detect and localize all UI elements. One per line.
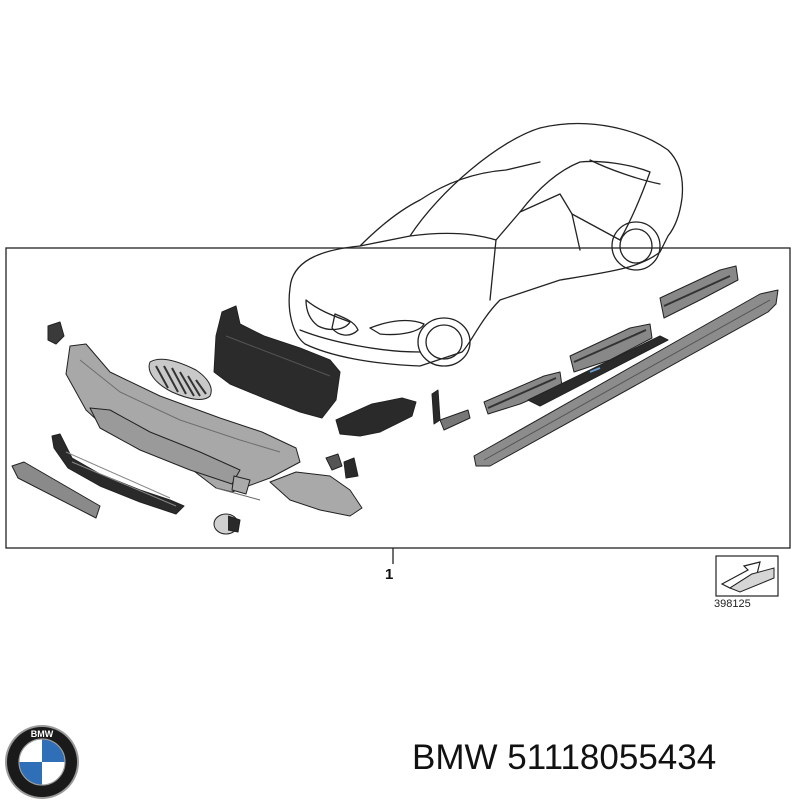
part-caption: BMW 51118055434	[412, 738, 717, 777]
mount-part	[325, 453, 343, 471]
bmw-logo: BMW	[5, 725, 79, 799]
bracket-part	[47, 321, 65, 345]
rocker-bracket-top	[659, 265, 739, 319]
side-skirt-part	[473, 289, 779, 467]
diagram-frame	[5, 247, 791, 549]
splash-guard-part	[269, 471, 363, 517]
clip-part	[439, 409, 471, 431]
diagram-reference-number: 398125	[714, 598, 751, 610]
radiator-support-part	[213, 305, 341, 419]
lower-grille-part	[51, 433, 185, 515]
logo-letters: BMW	[31, 729, 54, 739]
small-bracket-part	[431, 389, 441, 425]
kidney-grille-part	[148, 358, 212, 400]
reference-arrow-box	[715, 555, 779, 597]
parts-group	[11, 265, 779, 535]
trim-strip-part	[11, 461, 101, 519]
part-callout-label: 1	[385, 566, 394, 583]
mount-part-2	[343, 457, 359, 479]
door-sill-part	[527, 335, 669, 407]
air-duct-part	[335, 397, 417, 437]
car-outline	[288, 122, 684, 367]
